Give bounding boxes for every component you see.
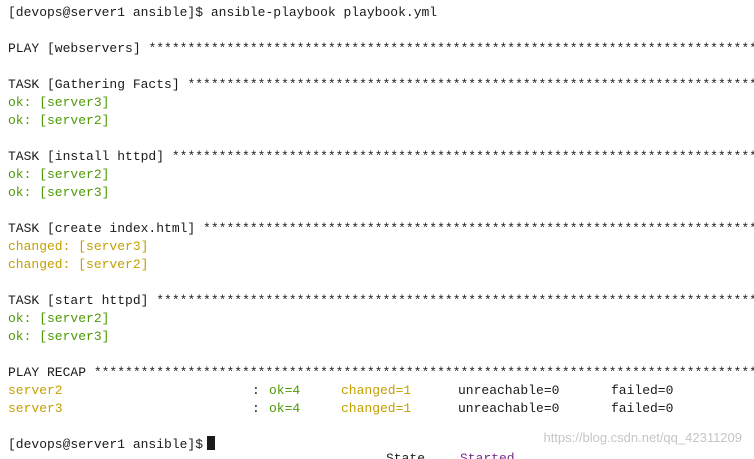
task-result: ok: [server2] <box>8 311 110 326</box>
recap-host: server2 <box>8 383 63 398</box>
play-title: PLAY [webservers] <box>8 41 141 56</box>
command-line: [devops@server1 ansible]$ ansible-playbo… <box>8 4 437 22</box>
task-result: ok: [server2] <box>8 167 110 182</box>
command-text: ansible-playbook playbook.yml <box>210 5 438 20</box>
separator-stars: ****************************************… <box>187 77 754 92</box>
recap-header: PLAY RECAP *****************************… <box>8 364 754 382</box>
recap-row: server3 : ok=4 changed=1 unreachable=0 f… <box>8 400 748 418</box>
recap-changed: changed=1 <box>341 401 412 416</box>
final-prompt-line[interactable]: [devops@server1 ansible]$ <box>8 436 216 454</box>
bottom-fragment-left: State <box>386 452 425 459</box>
bottom-fragment-right: Started <box>460 452 515 459</box>
task-result: ok: [server2] <box>8 113 110 128</box>
recap-ok: ok=4 <box>269 383 301 398</box>
task-title: TASK [start httpd] <box>8 293 149 308</box>
task-result: ok: [server3] <box>8 329 110 344</box>
task-title: TASK [install httpd] <box>8 149 165 164</box>
task-header: TASK [Gathering Facts] *****************… <box>8 76 754 94</box>
recap-colon: : <box>252 383 260 398</box>
separator-stars: ****************************************… <box>171 149 754 164</box>
task-title: TASK [Gathering Facts] <box>8 77 180 92</box>
task-header: TASK [create index.html] ***************… <box>8 220 754 238</box>
task-result: ok: [server3] <box>8 185 110 200</box>
task-result: changed: [server3] <box>8 239 149 254</box>
play-header: PLAY [webservers] **********************… <box>8 40 754 58</box>
shell-prompt: [devops@server1 ansible]$ <box>8 437 204 452</box>
shell-prompt: [devops@server1 ansible]$ <box>8 5 204 20</box>
task-header: TASK [start httpd] *********************… <box>8 292 754 310</box>
watermark: https://blog.csdn.net/qq_42311209 <box>543 430 742 445</box>
recap-changed: changed=1 <box>341 383 412 398</box>
recap-ok: ok=4 <box>269 401 301 416</box>
separator-stars: ****************************************… <box>203 221 754 236</box>
task-header: TASK [install httpd] *******************… <box>8 148 754 166</box>
recap-host: server3 <box>8 401 63 416</box>
recap-unreachable: unreachable=0 <box>458 401 560 416</box>
recap-colon: : <box>252 401 260 416</box>
separator-stars: ****************************************… <box>93 365 754 380</box>
task-result: changed: [server2] <box>8 257 149 272</box>
task-title: TASK [create index.html] <box>8 221 196 236</box>
separator-stars: ****************************************… <box>156 293 754 308</box>
recap-failed: failed=0 <box>611 401 674 416</box>
text-cursor <box>207 436 216 450</box>
recap-failed: failed=0 <box>611 383 674 398</box>
recap-title: PLAY RECAP <box>8 365 87 380</box>
recap-unreachable: unreachable=0 <box>458 383 560 398</box>
separator-stars: ****************************************… <box>148 41 754 56</box>
recap-row: server2 : ok=4 changed=1 unreachable=0 f… <box>8 382 748 400</box>
task-result: ok: [server3] <box>8 95 110 110</box>
